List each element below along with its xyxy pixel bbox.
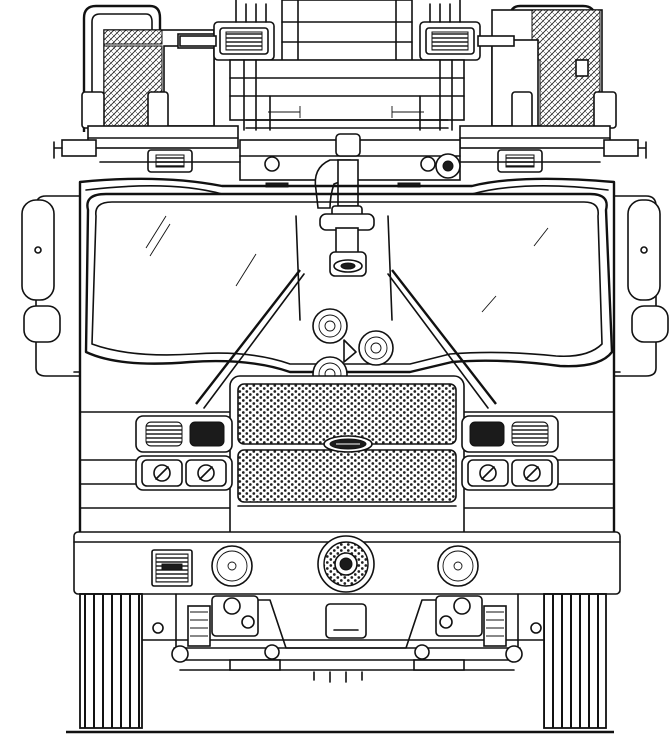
right-front-tire: [543, 593, 607, 729]
cab-body: [73, 177, 621, 562]
left-headlight-cluster: [135, 415, 233, 491]
chassis-undercarriage: [139, 593, 557, 683]
right-headlight-cluster: [461, 415, 559, 491]
front-grille: [229, 375, 465, 561]
front-bumper: [73, 531, 621, 595]
left-mirror: [21, 195, 81, 377]
top-equipment: [53, 0, 647, 188]
right-mirror: [613, 195, 669, 377]
left-front-tire: [79, 593, 143, 729]
